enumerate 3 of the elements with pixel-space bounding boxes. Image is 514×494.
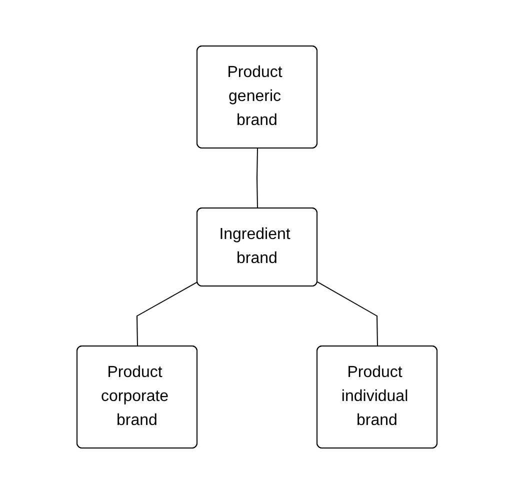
connector [256, 148, 258, 209]
connector [136, 281, 198, 347]
connector [316, 281, 378, 347]
